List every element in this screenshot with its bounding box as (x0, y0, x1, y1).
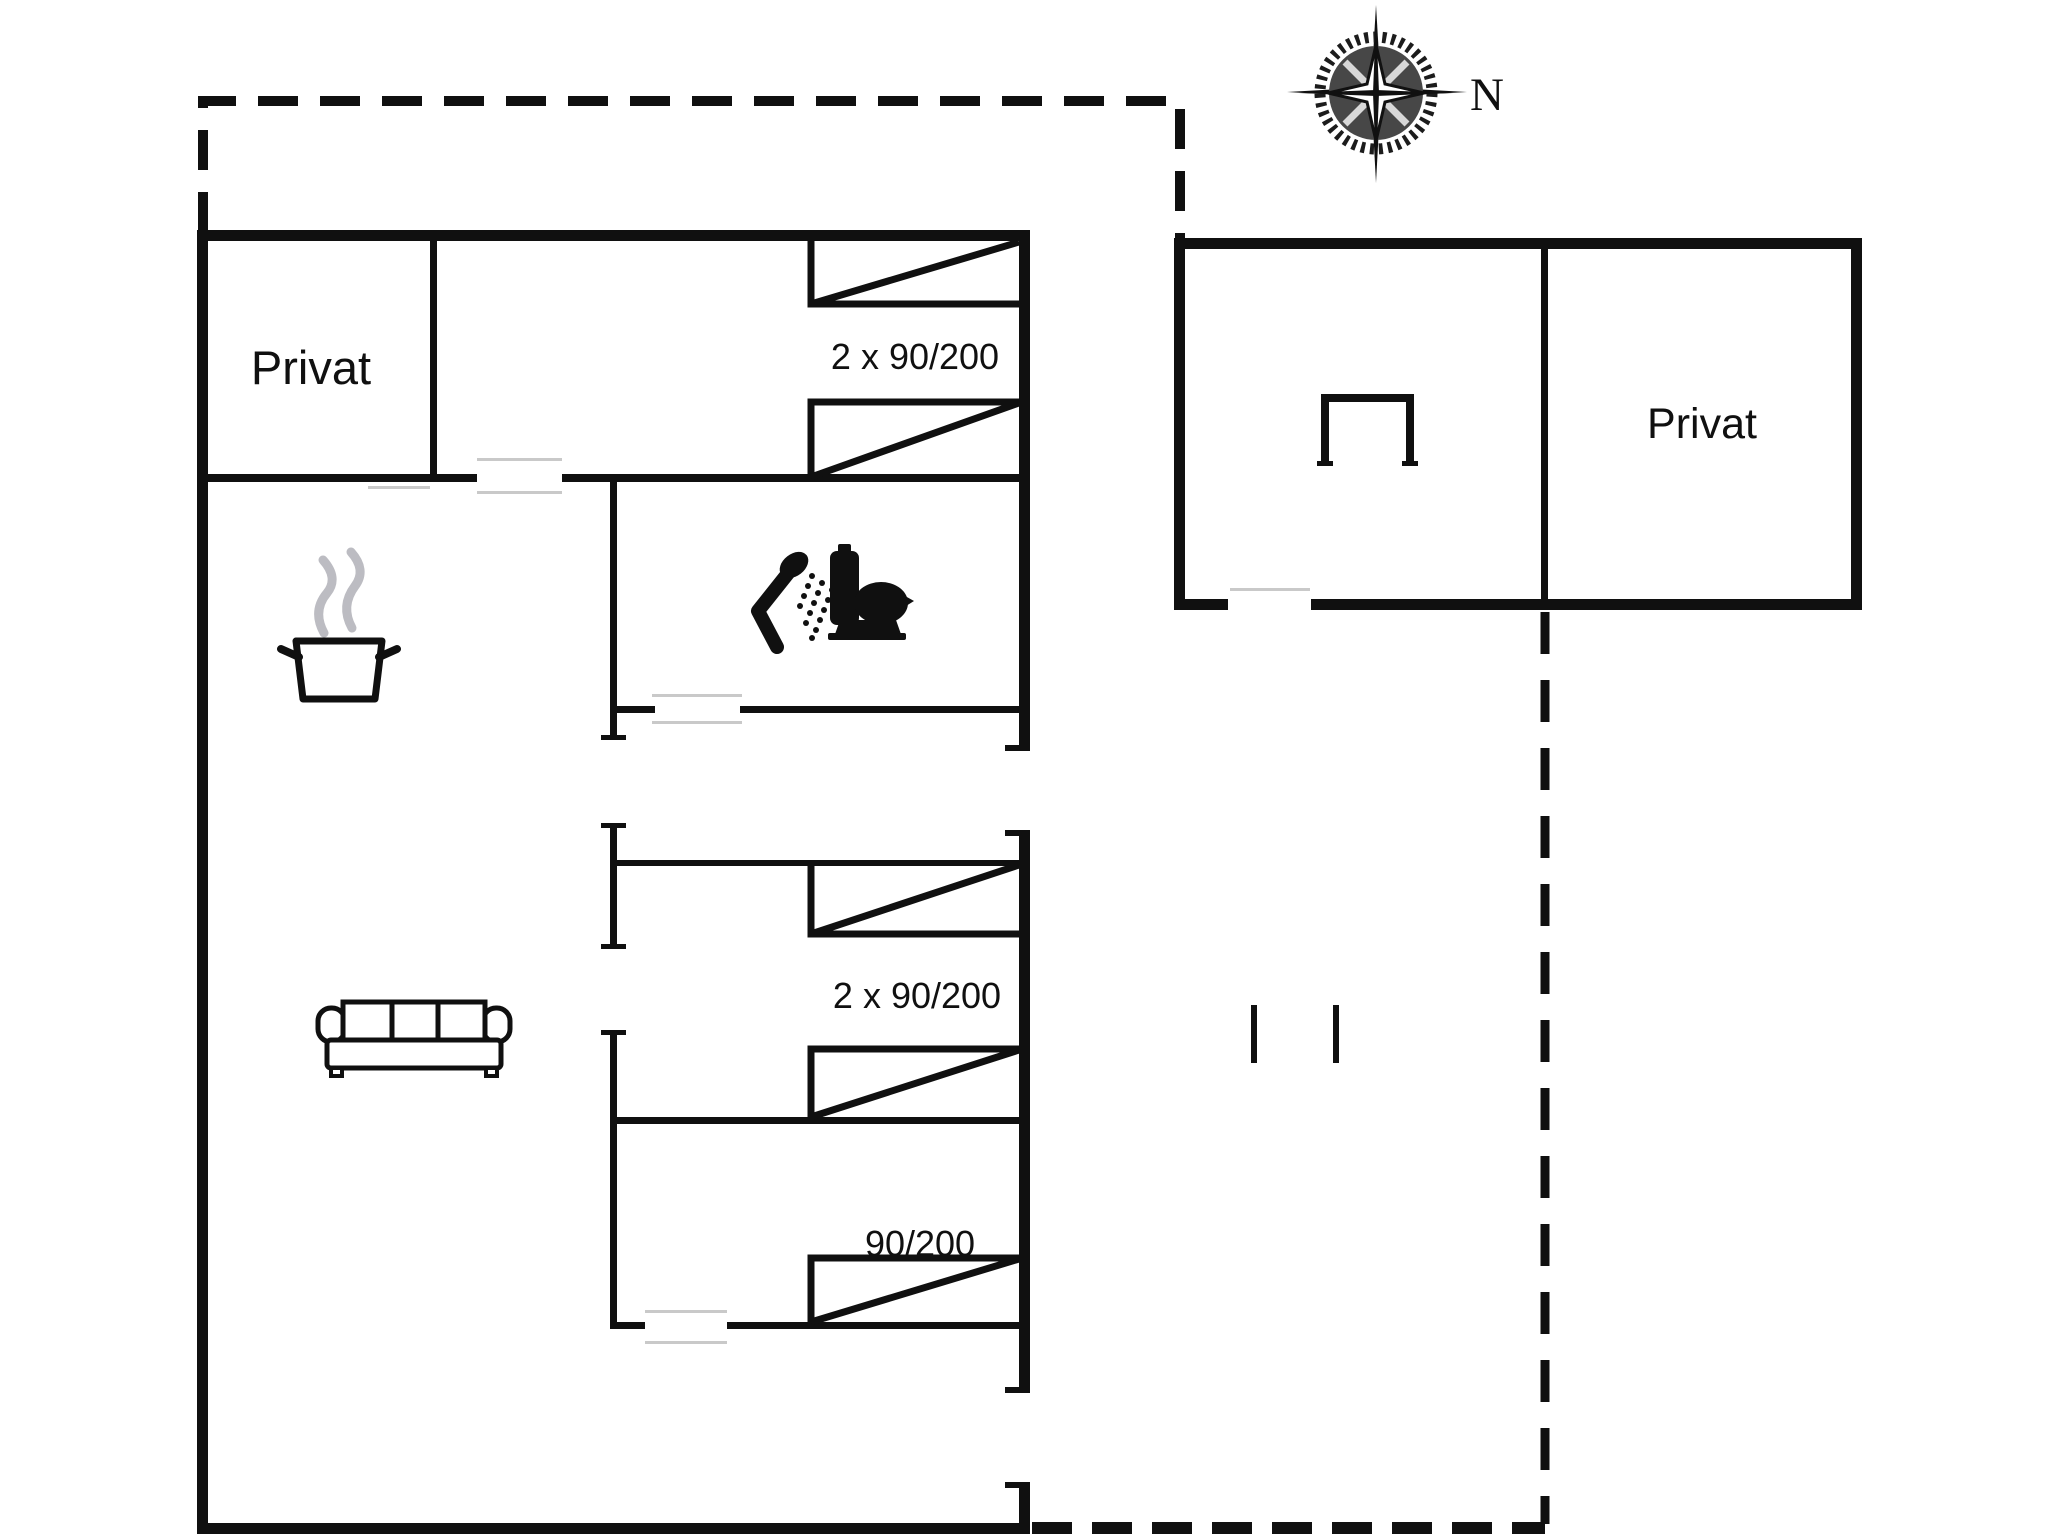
compass-needle-horizontal-inner (1299, 90, 1453, 96)
toilet-icon (828, 544, 914, 640)
shower-hose (751, 560, 800, 654)
private-room-wall-right (430, 241, 437, 474)
top-row-wall-left-segment (208, 474, 477, 482)
house-wall-bottom (208, 1523, 1030, 1534)
bedroom-bottom-wall-left-segment (617, 1322, 645, 1329)
garage-wall-bottom-left-segment (1185, 599, 1228, 610)
garage-fixture-foot (1402, 461, 1418, 466)
bed-symbol (807, 1045, 1021, 1121)
door-marker (645, 1310, 727, 1313)
house-wall-right-upper (1019, 241, 1030, 751)
toilet-bowl (854, 582, 908, 624)
bedroom-middle-wall-left-upper (610, 825, 617, 948)
wall-end-cap (1005, 745, 1019, 751)
wall-end-cap (1005, 1482, 1019, 1488)
toilet-tank (830, 551, 859, 625)
door-marker (477, 458, 562, 461)
garage-building: Privat (1174, 238, 1862, 610)
garage-wall-middle (1541, 249, 1548, 599)
bedroom-middle-wall-bottom (617, 1117, 1019, 1124)
house-wall-right-middle (1019, 830, 1030, 1393)
steam-wisp (342, 547, 365, 633)
main-house: 2 x 90/200 2 x 90/200 90/200 Privat (197, 230, 1030, 1534)
door-marker (645, 1341, 727, 1344)
pot-body (292, 637, 386, 703)
parking-tick-marks (1251, 1005, 1339, 1063)
bed-size-label-top: 2 x 90/200 (831, 336, 999, 377)
garage-wall-right (1851, 249, 1862, 610)
sofa-base (324, 1037, 504, 1071)
bedroom-middle-wall-top (617, 860, 1019, 866)
bed-size-label-bottom: 90/200 (865, 1223, 975, 1264)
door-marker (652, 721, 742, 724)
door-marker (652, 694, 742, 697)
wall-end-cap (1005, 1387, 1019, 1393)
toilet-knob (838, 544, 851, 553)
bed-size-label-middle: 2 x 90/200 (833, 975, 1001, 1016)
garage-private-room-label: Privat (1647, 400, 1757, 448)
sofa-foot (484, 1066, 499, 1078)
bathroom-wall-bottom-left (617, 706, 655, 713)
door-marker (477, 491, 562, 494)
garage-wall-bottom-right-segment (1311, 599, 1851, 610)
wall-end-cap (601, 823, 626, 828)
bed-symbol (807, 1254, 1021, 1326)
wall-end-cap (601, 1030, 626, 1035)
house-wall-left (197, 241, 208, 1534)
compass-icon: N (1287, 5, 1504, 183)
compass-north-label: N (1470, 69, 1504, 121)
garage-wall-left (1174, 249, 1185, 610)
wall-end-cap (601, 944, 626, 949)
private-room-label: Privat (251, 341, 371, 394)
cooking-pot-icon (277, 547, 401, 703)
door-marker (1230, 588, 1310, 591)
bedroom-middle-wall-left-lower (610, 1032, 617, 1329)
sofa-foot (329, 1066, 344, 1078)
door-marker (368, 486, 430, 489)
wall-end-cap (601, 735, 626, 740)
bathroom-wall-bottom-right (740, 706, 1019, 713)
toilet-base (834, 620, 902, 637)
toilet-base-plate (828, 633, 906, 640)
bed-symbol (807, 398, 1021, 481)
steam-wisp (314, 555, 337, 638)
pot-handles (277, 645, 401, 661)
tick-mark (1333, 1005, 1339, 1063)
bathroom-wall-left (610, 482, 617, 740)
garage-fixture-foot (1317, 461, 1333, 466)
house-wall-right-lower (1019, 1482, 1030, 1523)
garage-fixture-icon (1321, 394, 1414, 464)
tick-mark (1251, 1005, 1257, 1063)
toilet-bowl-tip (898, 592, 914, 611)
boundary-top (198, 96, 1185, 240)
sofa-icon (315, 999, 513, 1078)
wall-end-cap (1005, 830, 1019, 836)
bed-symbol (807, 238, 1020, 308)
bed-symbol (807, 861, 1021, 938)
bedroom-bottom-wall-right-segment (727, 1322, 1019, 1329)
shower-head (779, 551, 809, 579)
house-wall-top (197, 230, 1030, 241)
property-boundary (198, 96, 1550, 1534)
top-row-wall-right-segment (562, 474, 1019, 482)
garage-wall-top (1174, 238, 1862, 249)
